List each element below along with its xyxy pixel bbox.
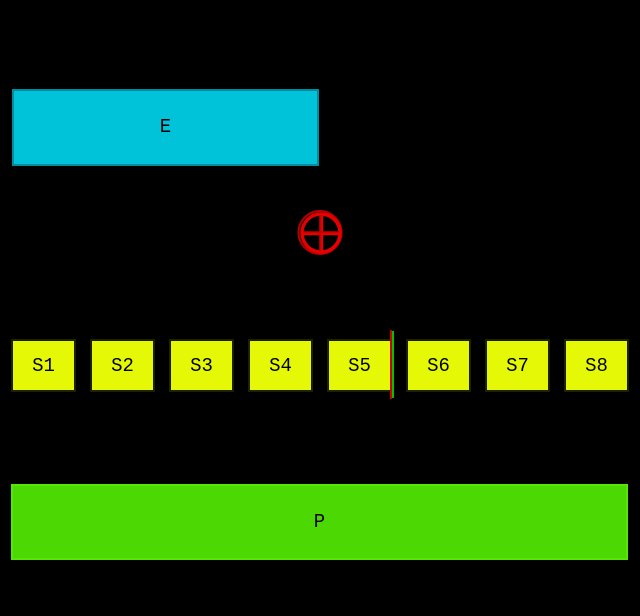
s-box-7-label: S7 bbox=[506, 354, 529, 377]
s-box-8: S8 bbox=[564, 339, 629, 392]
s-box-2: S2 bbox=[90, 339, 155, 392]
s-box-5: S5 bbox=[327, 339, 392, 392]
s-box-7: S7 bbox=[485, 339, 550, 392]
p-box: P bbox=[11, 484, 628, 560]
p-box-label: P bbox=[313, 510, 326, 533]
s-box-6: S6 bbox=[406, 339, 471, 392]
s-box-8-label: S8 bbox=[585, 354, 608, 377]
s-box-5-label: S5 bbox=[348, 354, 371, 377]
e-box: E bbox=[12, 89, 319, 166]
s-box-2-label: S2 bbox=[111, 354, 134, 377]
s-box-1-label: S1 bbox=[32, 354, 55, 377]
xor-circled-plus-icon bbox=[297, 210, 343, 255]
s-box-4: S4 bbox=[248, 339, 313, 392]
s-box-3: S3 bbox=[169, 339, 234, 392]
e-box-label: E bbox=[159, 116, 172, 138]
s-box-1: S1 bbox=[11, 339, 76, 392]
divider-red-line bbox=[390, 330, 392, 399]
s-box-row: S1 S2 S3 S4 S5 S6 S7 S8 bbox=[11, 339, 629, 392]
s-box-4-label: S4 bbox=[269, 354, 292, 377]
divider-green-line bbox=[392, 331, 394, 398]
s-box-3-label: S3 bbox=[190, 354, 213, 377]
s-box-6-label: S6 bbox=[427, 354, 450, 377]
